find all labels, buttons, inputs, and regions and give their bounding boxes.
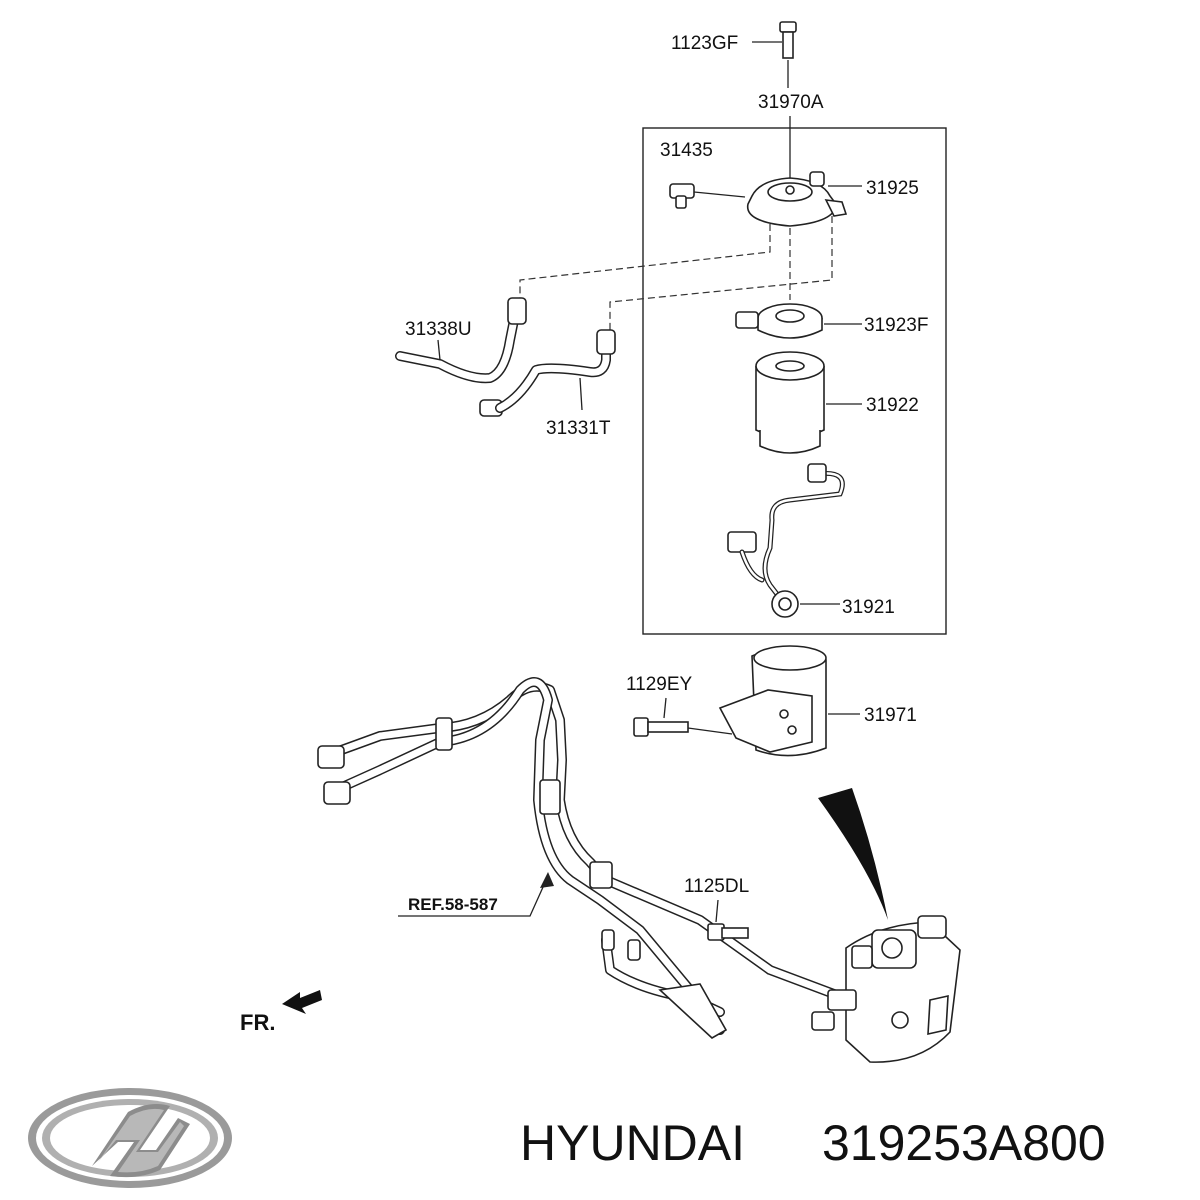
front-arrow-icon [282,990,322,1014]
sensor-31435 [669,183,746,209]
label-31921: 31921 [842,597,895,618]
label-1125dl: 1125DL [684,876,749,897]
part-number: 319253A800 [822,1115,1106,1171]
wiring-31921 [727,463,845,618]
filter-head-31925 [746,171,862,227]
label-1123gf: 1123GF [671,33,738,54]
fuel-hose-harness [317,677,855,1039]
label-ref-58-587: REF.58-587 [408,895,498,914]
label-1129ey: 1129EY [626,674,693,695]
fuel-filter-31922 [755,351,862,454]
label-31338u: 31338U [405,319,472,340]
front-label: FR. [240,1010,275,1035]
label-31922: 31922 [866,395,919,416]
label-31435: 31435 [660,140,713,161]
hyundai-logo-icon [28,1088,232,1188]
bolt-1129ey [633,697,733,737]
label-31331t: 31331T [546,418,611,439]
label-31971: 31971 [864,705,917,726]
pointer-arrow [818,788,888,920]
hose-31331t [495,329,616,413]
filter-housing-assembly [811,915,961,1063]
seal-plate-31923f [735,303,862,339]
filter-assembly-box [642,127,947,635]
bolt-1125dl [707,899,749,941]
bolt-1123gf [752,21,797,59]
label-31923f: 31923F [864,315,928,336]
hose-31338u [395,297,527,417]
label-31925: 31925 [866,178,919,199]
bracket-31971 [718,645,860,757]
brand-name: HYUNDAI [520,1115,745,1171]
label-31970a: 31970A [758,92,824,113]
